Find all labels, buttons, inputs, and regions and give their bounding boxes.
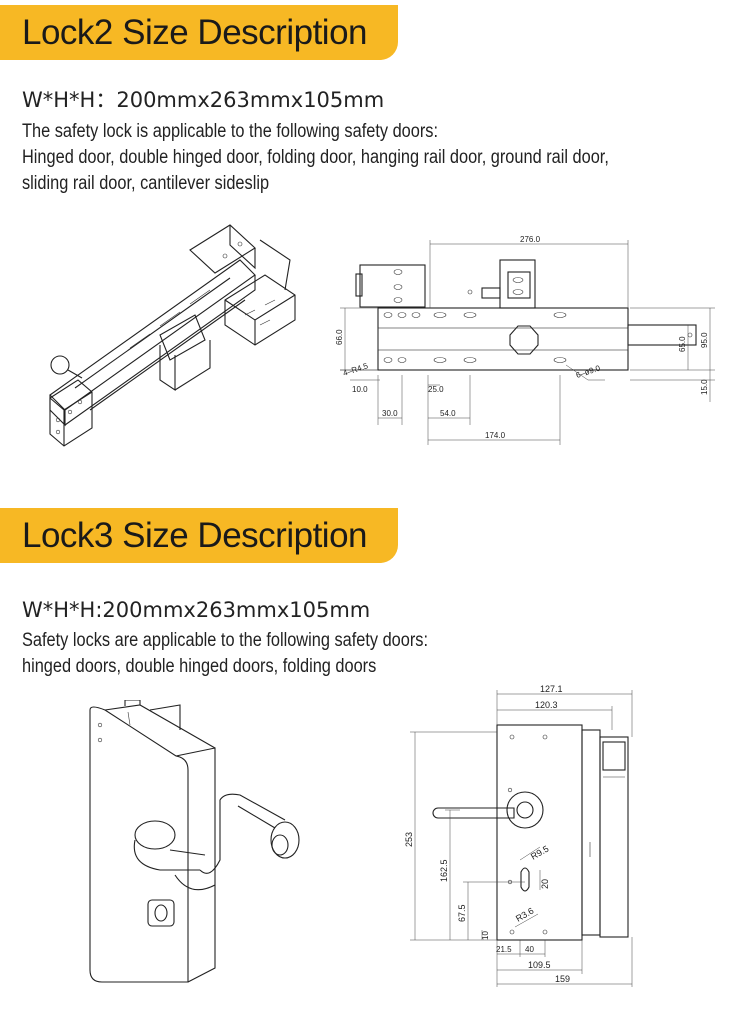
lock2-dim-right-outer: 95.0 — [700, 332, 709, 348]
lock3-dim-top1: 127.1 — [540, 684, 563, 694]
lock2-dim-right-inner: 65.0 — [678, 336, 687, 352]
lock3-dim-159: 159 — [555, 974, 570, 984]
lock2-dim-right-low: 15.0 — [700, 379, 709, 395]
lock3-dim-67: 67.5 — [457, 904, 467, 922]
lock2-product-illustration — [49, 224, 296, 447]
lock3-dim-top2: 120.3 — [535, 700, 558, 710]
lock2-title-banner: Lock2 Size Description — [0, 5, 398, 60]
lock2-description-line: sliding rail door, cantilever sideslip — [22, 173, 270, 194]
lock2-dim-54: 54.0 — [440, 409, 456, 418]
lock2-dim-slots: 6–ø9.0 — [575, 363, 602, 379]
lock2-title: Lock2 Size Description — [22, 12, 368, 52]
lock3-description-line: hinged doors, double hinged doors, foldi… — [22, 656, 377, 677]
lock3-dim-height: 253 — [404, 832, 414, 847]
lock3-description: Safety locks are applicable to the follo… — [22, 628, 428, 680]
lock3-dim-r36: R3.6 — [514, 906, 535, 924]
lock3-dim-162: 162.5 — [439, 859, 449, 882]
lock3-dim-10: 10 — [481, 931, 490, 940]
lock2-dim-30: 30.0 — [382, 409, 398, 418]
lock3-dim-215: 21.5 — [496, 945, 512, 954]
lock2-dim-25: 25.0 — [428, 385, 444, 394]
lock2-dim-10: 10.0 — [352, 385, 368, 394]
lock2-description: The safety lock is applicable to the fol… — [22, 119, 609, 197]
lock3-dimensions: W*H*H:200mmx263mmx105mm — [22, 598, 371, 622]
lock2-dim-left: 66.0 — [335, 329, 344, 345]
lock2-description-line: The safety lock is applicable to the fol… — [22, 121, 438, 142]
lock2-dimensions: W*H*H：200mmx263mmx105mm — [22, 88, 385, 112]
lock2-technical-drawing: 276.0 66.0 65.0 95.0 15.0 4–R4.5 10.0 25… — [335, 235, 715, 445]
lock3-dim-20: 20 — [540, 879, 550, 889]
lock3-description-line: Safety locks are applicable to the follo… — [22, 630, 429, 651]
lock3-technical-drawing: 127.1 120.3 253 162.5 67.5 10 R9.5 20 R3… — [404, 684, 633, 987]
lock2-dim-holes: 4–R4.5 — [342, 361, 370, 378]
lock3-title-banner: Lock3 Size Description — [0, 508, 398, 563]
lock3-product-illustration — [89, 700, 300, 983]
lock3-dim-1095: 109.5 — [528, 960, 551, 970]
lock3-title: Lock3 Size Description — [22, 515, 368, 555]
lock2-dim-174: 174.0 — [485, 431, 506, 440]
lock2-description-line: Hinged door, double hinged door, folding… — [22, 147, 609, 168]
lock3-dim-40: 40 — [525, 945, 534, 954]
lock3-dim-r95: R9.5 — [529, 844, 550, 862]
lock2-dim-top: 276.0 — [520, 235, 541, 244]
